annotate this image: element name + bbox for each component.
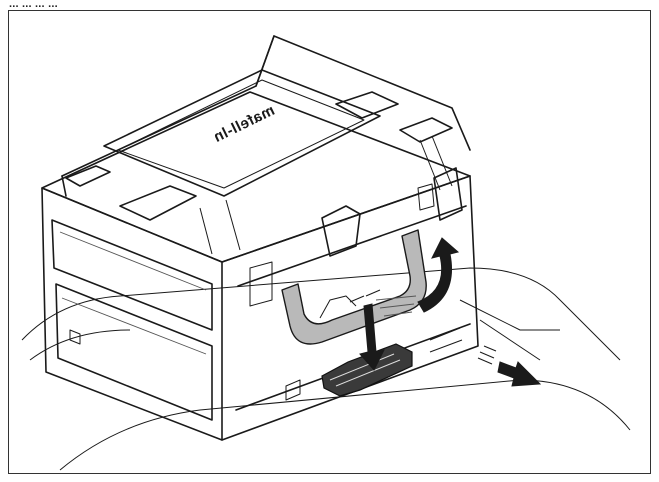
top-caption: ... ... ... ... (9, 0, 58, 10)
up-curved-arrow (375, 237, 460, 317)
brand-label: mafell-ln (211, 102, 278, 146)
base-platform (21, 267, 631, 471)
case-body (41, 35, 479, 441)
slide-out-arrow (477, 345, 542, 387)
figure-frame (8, 10, 651, 474)
down-arrow (359, 303, 385, 371)
